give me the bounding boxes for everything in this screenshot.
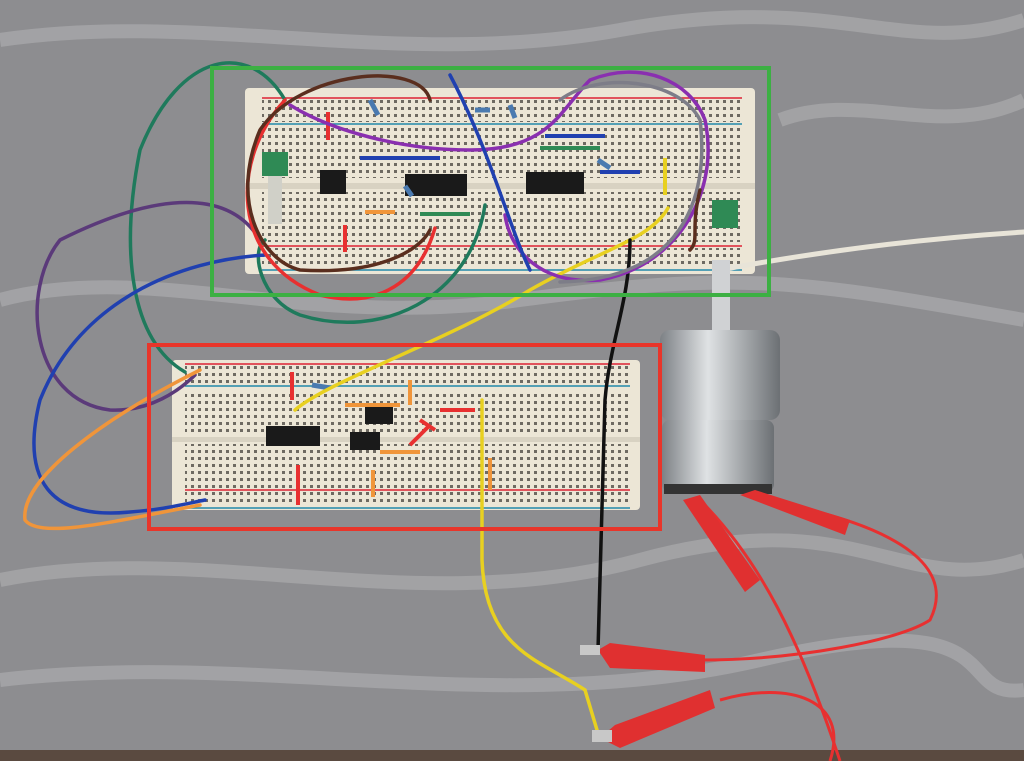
potentiometer	[712, 200, 738, 228]
wire-purple	[35, 200, 262, 412]
wire-yellow	[480, 398, 602, 742]
wire-orange	[23, 368, 202, 531]
alligator-clip	[683, 495, 760, 592]
alligator-clips	[580, 490, 938, 761]
alligator-clip	[600, 690, 715, 748]
wire-purple-2	[288, 70, 710, 283]
alligator-clip	[598, 643, 705, 672]
resistor	[367, 98, 381, 117]
highlight-box-bottom	[147, 343, 662, 531]
highlight-box-top	[210, 66, 771, 297]
ic-chip	[526, 172, 584, 194]
wire-green	[128, 61, 287, 374]
resistors	[311, 98, 612, 391]
wire-black	[596, 238, 632, 652]
resistor	[507, 104, 518, 119]
resistor	[402, 184, 415, 198]
bottom-breadboard	[172, 360, 640, 510]
wire-brown	[246, 74, 432, 273]
table-edge	[0, 750, 1024, 761]
wire-yellow	[293, 206, 670, 412]
dc-motor	[660, 260, 780, 494]
ic-chip	[350, 432, 380, 450]
wire-gray	[558, 80, 704, 284]
potentiometer-shaft	[268, 176, 282, 224]
ic-chip	[320, 170, 346, 194]
resistor	[311, 382, 331, 391]
wire-green	[256, 203, 487, 324]
wire-white	[717, 229, 1024, 273]
top-breadboard	[245, 88, 755, 274]
short-jumpers	[290, 112, 667, 505]
ic-chip	[365, 406, 393, 424]
ic-chip	[405, 174, 467, 196]
ic-chip	[266, 426, 320, 446]
resistor	[596, 157, 612, 171]
ic-chips	[266, 170, 584, 450]
potentiometer	[262, 152, 288, 176]
alligator-clip	[740, 490, 850, 535]
wire-brown-2	[688, 188, 702, 252]
wire-blue-2	[448, 73, 532, 272]
